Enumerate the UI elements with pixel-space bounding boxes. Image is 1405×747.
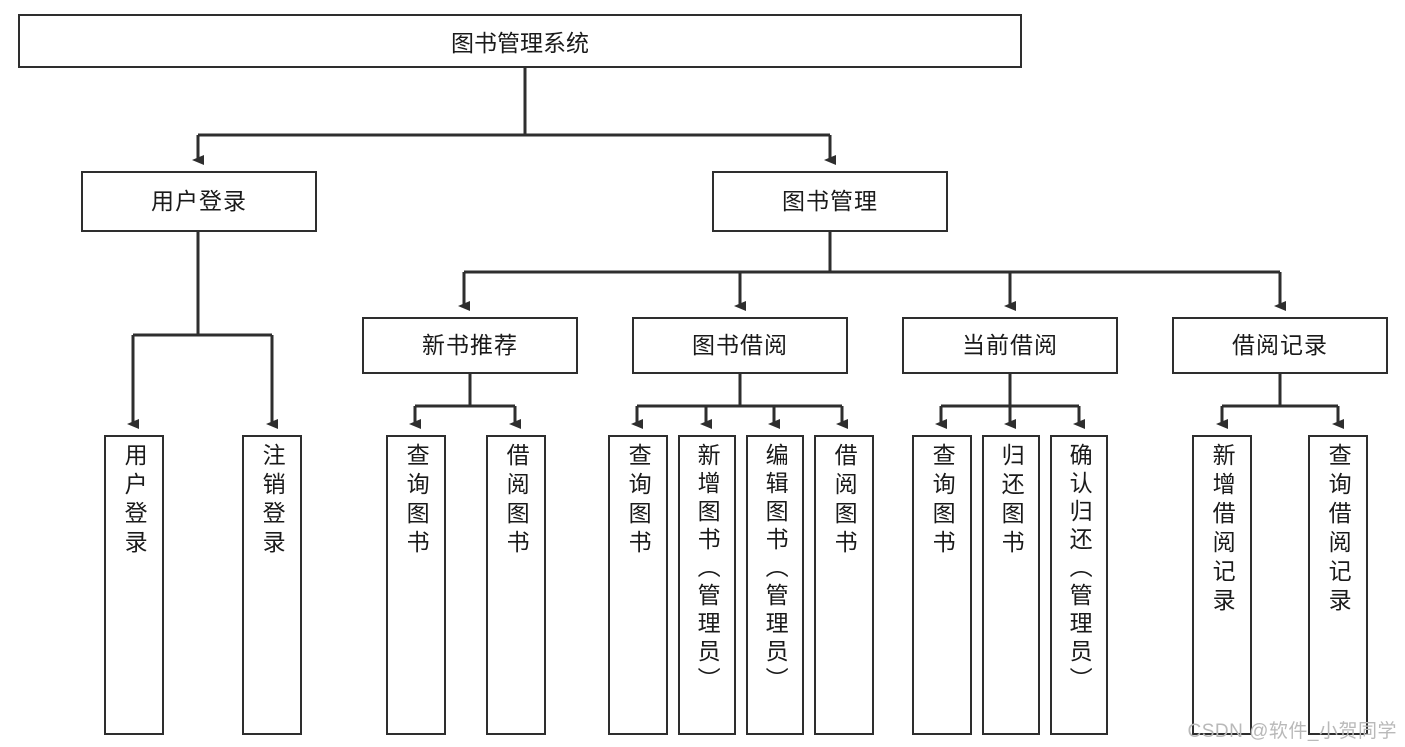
- leaf-add-book[interactable]: 新增图书（管理员）: [678, 435, 736, 735]
- node-label: 借阅记录: [1232, 331, 1328, 358]
- leaf-borrow-book-recommend[interactable]: 借阅图书: [486, 435, 546, 735]
- leaf-label: 查询借阅记录: [1325, 443, 1352, 617]
- leaf-label: 确认归还（管理员）: [1066, 443, 1093, 695]
- leaf-confirm-return[interactable]: 确认归还（管理员）: [1050, 435, 1108, 735]
- node-label: 图书管理: [782, 187, 878, 214]
- node-borrow-record[interactable]: 借阅记录: [1172, 317, 1388, 374]
- leaf-label: 注销登录: [259, 443, 286, 559]
- leaf-query-book-recommend[interactable]: 查询图书: [386, 435, 446, 735]
- leaf-label: 查询图书: [625, 443, 652, 559]
- leaf-query-borrow-record[interactable]: 查询借阅记录: [1308, 435, 1368, 735]
- leaf-borrow-book[interactable]: 借阅图书: [814, 435, 874, 735]
- leaf-label: 查询图书: [403, 443, 430, 559]
- watermark-text: CSDN @软件_小贺同学: [1187, 721, 1397, 742]
- node-label: 新书推荐: [422, 331, 518, 358]
- node-book-borrow[interactable]: 图书借阅: [632, 317, 848, 374]
- node-user-login[interactable]: 用户登录: [81, 171, 317, 232]
- leaf-label: 归还图书: [998, 443, 1025, 559]
- node-label: 图书借阅: [692, 331, 788, 358]
- node-book-management[interactable]: 图书管理: [712, 171, 948, 232]
- node-new-book-recommend[interactable]: 新书推荐: [362, 317, 578, 374]
- leaf-query-book-borrow[interactable]: 查询图书: [608, 435, 668, 735]
- leaf-add-borrow-record[interactable]: 新增借阅记录: [1192, 435, 1252, 735]
- leaf-query-book-current[interactable]: 查询图书: [912, 435, 972, 735]
- leaf-edit-book[interactable]: 编辑图书（管理员）: [746, 435, 804, 735]
- leaf-user-login[interactable]: 用户登录: [104, 435, 164, 735]
- leaf-label: 新增图书（管理员）: [694, 443, 721, 695]
- node-current-borrow[interactable]: 当前借阅: [902, 317, 1118, 374]
- node-label: 图书管理系统: [451, 30, 589, 56]
- leaf-label: 借阅图书: [831, 443, 858, 559]
- leaf-user-logout[interactable]: 注销登录: [242, 435, 302, 735]
- leaf-label: 用户登录: [121, 443, 148, 559]
- leaf-label: 编辑图书（管理员）: [762, 443, 789, 695]
- node-root-system[interactable]: 图书管理系统: [18, 14, 1022, 68]
- leaf-return-book[interactable]: 归还图书: [982, 435, 1040, 735]
- node-label: 用户登录: [151, 187, 247, 214]
- leaf-label: 借阅图书: [503, 443, 530, 559]
- leaf-label: 新增借阅记录: [1209, 443, 1236, 617]
- leaf-label: 查询图书: [929, 443, 956, 559]
- node-label: 当前借阅: [962, 331, 1058, 358]
